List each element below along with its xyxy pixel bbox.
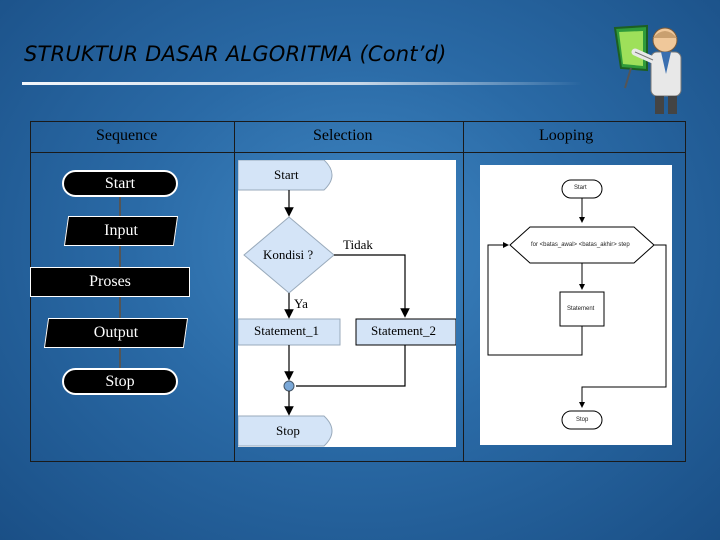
selection-stop-terminal <box>237 415 333 447</box>
looping-stop-terminal <box>561 410 603 430</box>
statement-2-box <box>355 318 457 346</box>
sequence-input-box: Input <box>63 216 179 246</box>
selection-stop-label: Stop <box>276 423 300 438</box>
slide-title: STRUKTUR DASAR ALGORITMA (Cont’d) <box>24 42 447 66</box>
column-divider <box>234 122 235 461</box>
sequence-stop-terminal: Stop <box>62 368 178 395</box>
looping-flowchart <box>487 179 667 430</box>
connector-line <box>119 245 121 267</box>
merge-point <box>283 380 295 392</box>
connector-arrow-no <box>334 254 410 318</box>
title-underline <box>22 82 582 85</box>
connector-line <box>119 348 121 368</box>
connector-line-merge <box>296 345 406 387</box>
selection-start-label: Start <box>274 167 299 182</box>
connector-line <box>119 296 121 318</box>
selection-flowchart <box>237 159 457 447</box>
statement-2-label: Statement_2 <box>371 323 436 338</box>
header-looping: Looping <box>539 127 594 144</box>
looping-statement-box <box>559 291 605 327</box>
loop-back-arrow <box>487 242 583 356</box>
looping-condition-label: for <batas_awal> <batas_akhir> step <box>531 242 630 248</box>
selection-yes-label: Ya <box>294 296 308 311</box>
loop-exit-arrow <box>579 244 667 408</box>
statement-1-label: Statement_1 <box>254 323 319 338</box>
looping-flowchart-panel <box>480 165 672 445</box>
header-selection: Selection <box>313 127 373 144</box>
presenter-icon <box>613 24 682 114</box>
header-sequence: Sequence <box>96 127 158 144</box>
sequence-output-box: Output <box>43 318 189 348</box>
sequence-input-label: Input <box>104 222 138 239</box>
selection-no-label: Tidak <box>343 237 373 252</box>
selection-flowchart-panel <box>237 159 457 447</box>
table-header-row: Sequence Selection Looping <box>31 122 685 153</box>
looping-stop-label: Stop <box>576 417 589 423</box>
selection-start-terminal <box>237 159 333 191</box>
looping-statement-label: Statement <box>567 306 595 312</box>
column-divider <box>463 122 464 461</box>
connector-line <box>119 196 121 216</box>
selection-condition-label: Kondisi ? <box>263 247 314 262</box>
sequence-start-terminal: Start <box>62 170 178 197</box>
sequence-output-label: Output <box>93 324 139 341</box>
looping-start-label: Start <box>574 185 587 191</box>
sequence-process-box: Proses <box>30 267 190 297</box>
